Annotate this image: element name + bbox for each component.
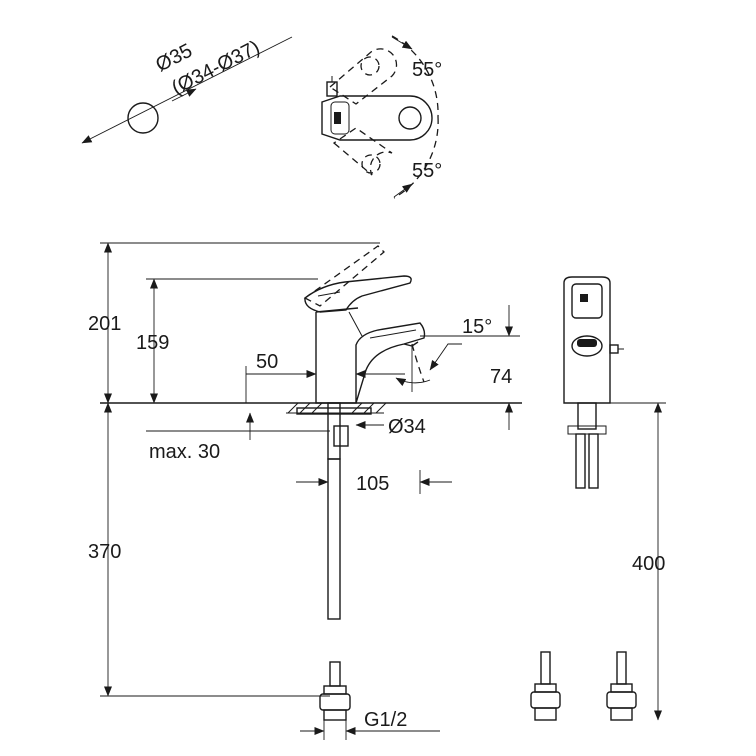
spout-angle-arc <box>395 377 431 387</box>
side-view-aerator <box>571 335 603 357</box>
pop-up-connector <box>333 425 349 447</box>
base-diameter-label: Ø34 <box>388 416 426 438</box>
side-fitting-thread-left <box>534 707 557 721</box>
side-view-body <box>563 276 611 404</box>
side-view-aerator-fill <box>577 339 597 347</box>
tap-body-top <box>315 307 359 313</box>
hose-fitting-front <box>319 661 351 721</box>
lever-lifted-outline <box>303 245 385 307</box>
lever-handle <box>304 275 412 313</box>
lever-seam <box>317 291 341 297</box>
top-view: 55° 55° <box>321 35 442 199</box>
side-view-marker <box>580 294 588 302</box>
side-fitting-collar-left <box>534 683 557 693</box>
hose-length-side-label: 400 <box>632 553 665 575</box>
height-total-label: 201 <box>88 313 121 335</box>
side-fitting-nut-right <box>606 691 637 709</box>
side-fitting-nut-left <box>530 691 561 709</box>
supply-hose <box>327 458 341 620</box>
side-view-nut <box>567 425 607 435</box>
mounting-hole-circle <box>127 102 159 134</box>
top-view-pop-up-rod <box>326 81 338 97</box>
hose-end-braid <box>329 661 341 687</box>
top-view-aerator <box>398 106 422 130</box>
side-view-lever <box>571 283 603 319</box>
angle-top-label: 55° <box>412 59 442 81</box>
base-offset-label: 50 <box>256 351 278 373</box>
tap-body <box>315 312 426 404</box>
tap-body-shade-2 <box>369 329 417 339</box>
max-thickness-label: max. 30 <box>149 441 220 463</box>
tap-body-shade-1 <box>348 311 363 337</box>
mounting-hole-detail: Ø35 (Ø34-Ø37) <box>81 36 293 144</box>
projection-label: 105 <box>356 473 389 495</box>
handle-swing-down-outline <box>332 127 393 176</box>
top-view-temp-marker <box>334 112 341 124</box>
spout-height-label: 74 <box>490 366 512 388</box>
counter-section <box>286 402 387 415</box>
side-view-stem <box>577 402 597 430</box>
side-fitting-thread-right <box>610 707 633 721</box>
side-hose-fitting-right <box>606 651 637 721</box>
angle-arc-top <box>391 35 439 118</box>
side-view-hose-left <box>575 433 586 489</box>
hose-length-label: 370 <box>88 541 121 563</box>
top-view-handle-base <box>330 101 350 135</box>
side-hose-end-left <box>540 651 551 685</box>
hole-dimension-leader-2 <box>171 88 197 102</box>
handle-swing-up-knob <box>360 56 380 76</box>
angle-bottom-label: 55° <box>412 160 442 182</box>
angle-bottom-arrow <box>393 183 413 198</box>
side-view-pop-up <box>609 344 619 354</box>
angle-arc-bottom <box>393 116 439 199</box>
side-view: 400 <box>530 276 666 721</box>
side-hose-fitting-left <box>530 651 561 721</box>
side-fitting-collar-right <box>610 683 633 693</box>
fixing-nut-plate <box>296 407 372 415</box>
hose-fitting-thread <box>323 709 347 721</box>
spout-angle-label: 15° <box>462 316 492 338</box>
height-spout-label: 159 <box>136 332 169 354</box>
spout-angle-leader <box>429 343 462 371</box>
angle-top-arrow <box>391 36 413 50</box>
hose-fitting-collar <box>323 685 347 695</box>
thread-label: G1/2 <box>364 709 407 731</box>
side-hose-end-right <box>616 651 627 685</box>
spout-angle-line-1 <box>411 343 425 383</box>
top-view-body <box>321 95 433 141</box>
front-elevation: 201 159 15° 74 50 <box>88 242 522 740</box>
side-view-hose-right <box>588 433 599 489</box>
handle-swing-up-outline <box>328 48 398 105</box>
handle-swing-down-knob <box>361 154 381 174</box>
